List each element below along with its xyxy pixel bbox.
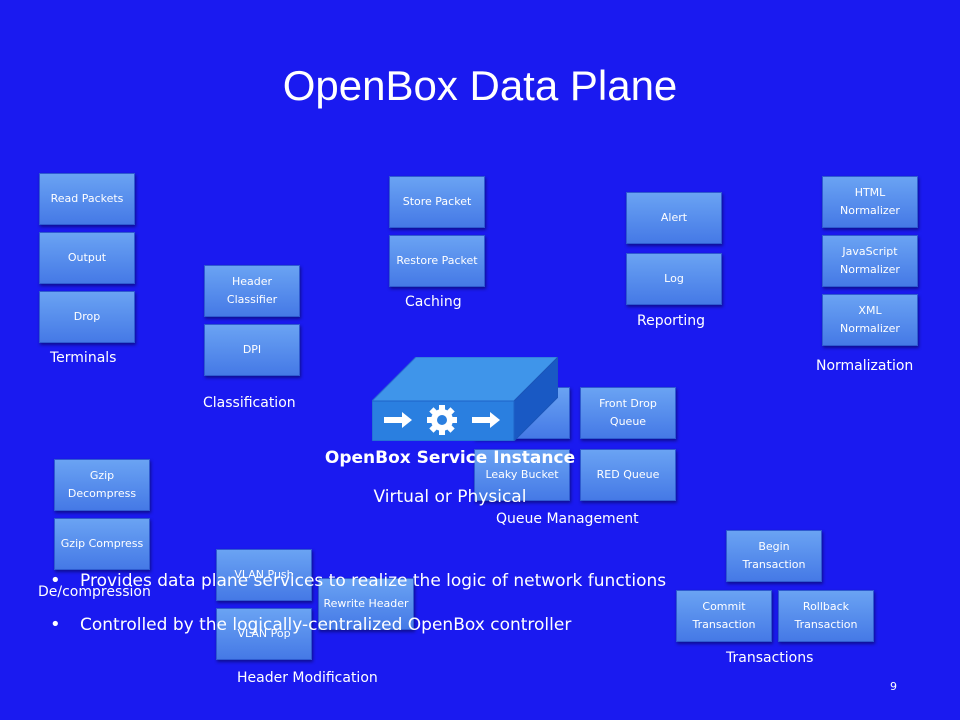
queue-management-label: Queue Management	[496, 511, 639, 527]
javascript-normalizer-box: JavaScript Normalizer	[822, 235, 918, 287]
service-appliance-icon	[372, 357, 558, 441]
slide-title: OpenBox Data Plane	[282, 62, 678, 109]
bullet-list: Provides data plane services to realize …	[50, 570, 666, 658]
xml-normalizer-box: XML Normalizer	[822, 294, 918, 346]
header-classifier-box: Header Classifier	[204, 265, 300, 317]
commit-transaction-box: Commit Transaction	[676, 590, 772, 642]
red-queue-box: RED Queue	[580, 449, 676, 501]
drop-box: Drop	[39, 291, 135, 343]
leaky-bucket-box: Leaky Bucket	[474, 449, 570, 501]
read-packets-box: Read Packets	[39, 173, 135, 225]
transactions-label: Transactions	[726, 650, 814, 666]
right-arrow-icon	[472, 412, 500, 428]
rollback-transaction-box: Rollback Transaction	[778, 590, 874, 642]
bullet-item: Controlled by the logically-centralized …	[50, 614, 666, 658]
gear-icon	[427, 405, 457, 435]
restore-packet-box: Restore Packet	[389, 235, 485, 287]
log-box: Log	[626, 253, 722, 305]
alert-box: Alert	[626, 192, 722, 244]
gzip-decompress-box: Gzip Decompress	[54, 459, 150, 511]
caching-label: Caching	[405, 294, 462, 310]
output-box: Output	[39, 232, 135, 284]
page-number: 9	[890, 680, 897, 693]
bullet-item: Provides data plane services to realize …	[50, 570, 666, 614]
gzip-compress-box: Gzip Compress	[54, 518, 150, 570]
classification-label: Classification	[203, 395, 296, 411]
service-instance-subtitle: Virtual or Physical	[373, 487, 527, 507]
header-modification-label: Header Modification	[237, 670, 378, 686]
right-arrow-icon	[384, 412, 412, 428]
begin-transaction-box: Begin Transaction	[726, 530, 822, 582]
dpi-box: DPI	[204, 324, 300, 376]
terminals-label: Terminals	[50, 350, 117, 366]
service-instance-title: OpenBox Service Instance	[324, 448, 576, 468]
normalization-label: Normalization	[816, 358, 914, 374]
html-normalizer-box: HTML Normalizer	[822, 176, 918, 228]
store-packet-box: Store Packet	[389, 176, 485, 228]
reporting-label: Reporting	[637, 313, 706, 329]
front-drop-queue-box: Front Drop Queue	[580, 387, 676, 439]
